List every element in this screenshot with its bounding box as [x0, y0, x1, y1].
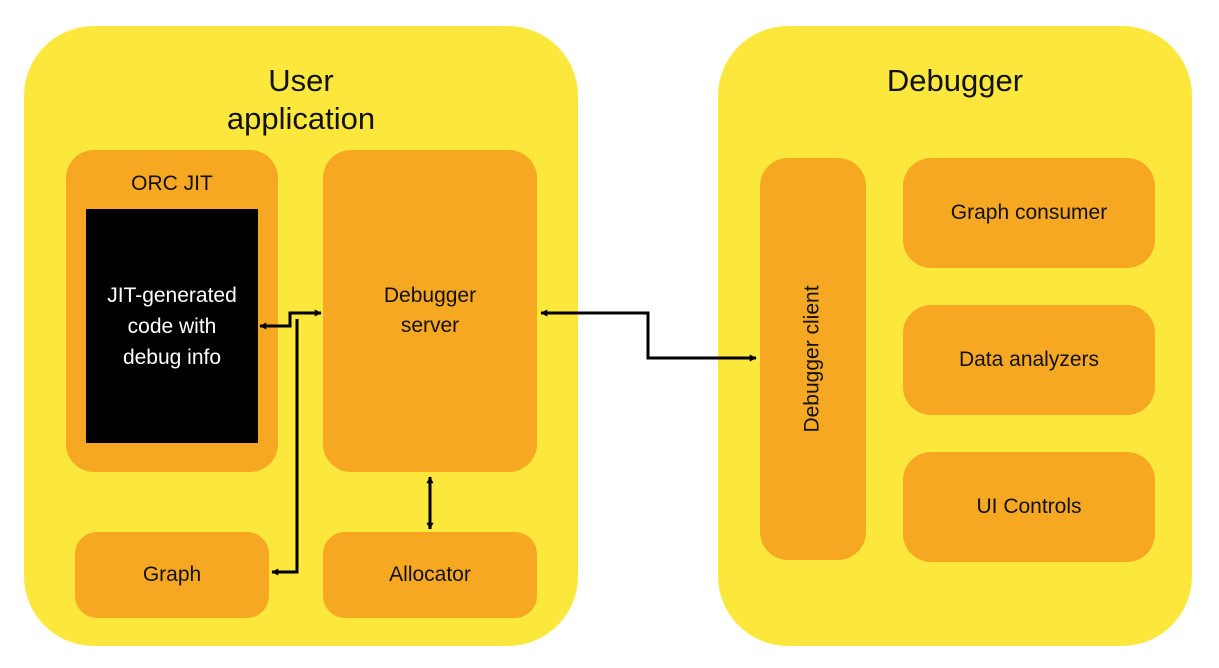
graph-box: Graph	[75, 532, 269, 618]
debugger-server-line1: Debugger	[383, 284, 477, 307]
graph-connector-arrow	[271, 319, 299, 576]
debugger-server-box: Debugger server	[323, 150, 537, 472]
user-application-title: User application	[24, 62, 578, 138]
server-client-arrow	[540, 309, 757, 362]
graph-consumer-label: Graph consumer	[950, 201, 1108, 224]
graph-label: Graph	[142, 563, 202, 586]
user-application-title-line2: application	[226, 101, 376, 136]
debugger-client-box: Debugger client	[760, 158, 866, 560]
allocator-label: Allocator	[389, 563, 471, 586]
data-analyzers-box: Data analyzers	[903, 305, 1155, 415]
allocator-box: Allocator	[323, 532, 537, 618]
debugger-title-text: Debugger	[886, 63, 1024, 98]
jit-code-line3: debug info	[122, 345, 222, 369]
debugger-server-line2: server	[400, 314, 460, 337]
graph-consumer-box: Graph consumer	[903, 158, 1155, 268]
data-analyzers-label: Data analyzers	[958, 348, 1100, 371]
ui-controls-label: UI Controls	[976, 495, 1082, 518]
jit-generated-code-box: JIT-generated code with debug info	[86, 209, 258, 443]
orc-jit-label: ORC JIT	[131, 172, 213, 195]
orc-jit-box: ORC JIT JIT-generated code with debug in…	[66, 150, 278, 472]
user-application-title-line1: User	[268, 63, 334, 98]
jit-server-arrow	[259, 309, 322, 330]
jit-code-line2: code with	[127, 314, 217, 338]
jit-code-line1: JIT-generated	[107, 283, 237, 307]
ui-controls-box: UI Controls	[903, 452, 1155, 562]
debugger-title: Debugger	[718, 62, 1192, 100]
